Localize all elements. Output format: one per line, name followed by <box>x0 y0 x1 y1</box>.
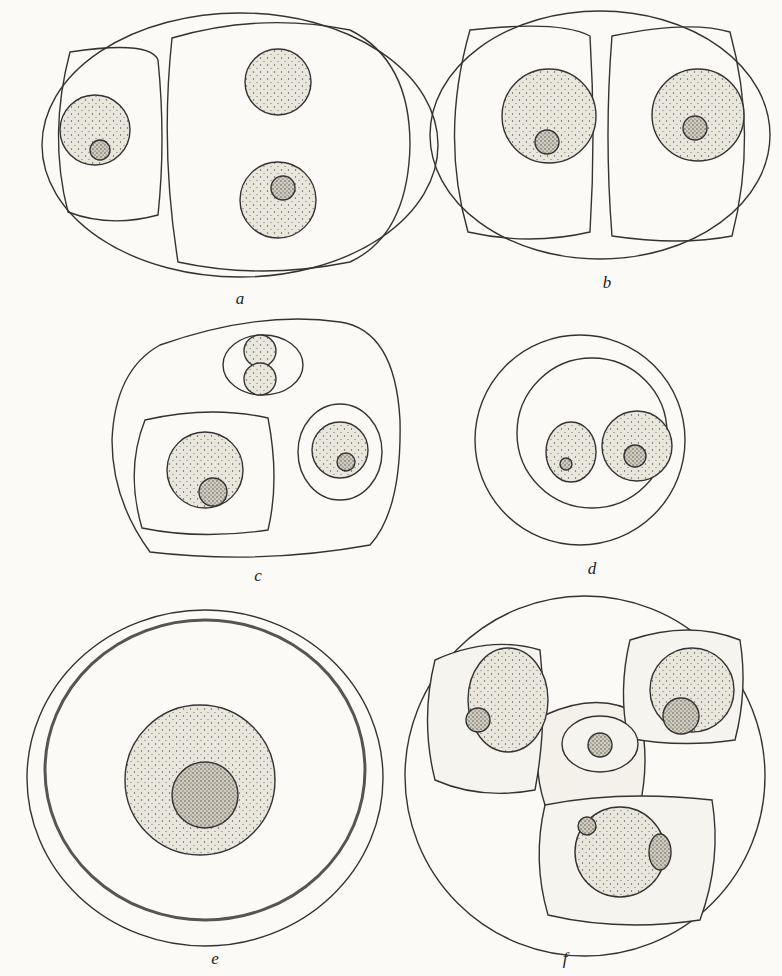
figure-letter: f <box>563 950 568 967</box>
cell-c <box>112 319 400 557</box>
figure-letter: a <box>236 290 245 307</box>
figure-letter: d <box>588 560 597 577</box>
figure-letter: c <box>254 567 262 584</box>
cell-f <box>405 596 765 956</box>
cell-d <box>475 335 685 545</box>
cell-b <box>430 11 770 259</box>
cell-e <box>27 610 383 946</box>
cell-a <box>42 13 438 277</box>
figure-letter: e <box>211 950 219 967</box>
figure-letter: b <box>603 274 612 291</box>
